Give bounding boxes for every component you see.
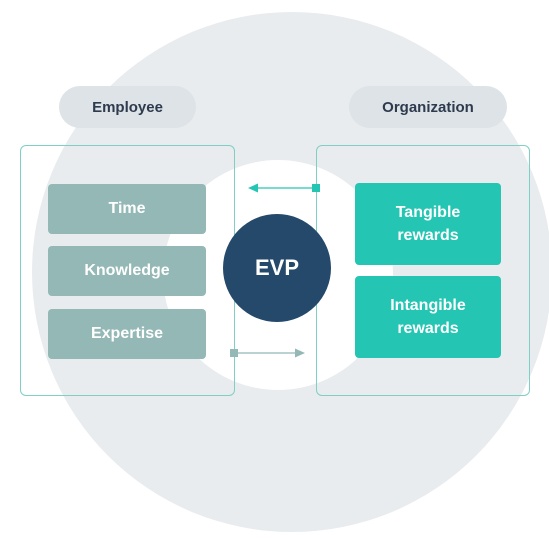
organization-pill: Organization: [349, 86, 507, 128]
evp-circle: EVP: [223, 214, 331, 322]
employee-item-label: Expertise: [90, 325, 164, 342]
organization-pill-label: Organization: [382, 98, 474, 116]
employee-item-time: Time: [48, 184, 206, 234]
employee-item-label: Time: [108, 200, 146, 217]
employee-pill-label: Employee: [92, 98, 163, 116]
arrow-to-employee: [248, 183, 320, 193]
organization-item-tangible-rewards: Tangible rewards: [355, 183, 501, 265]
employee-item-label: Knowledge: [84, 262, 170, 279]
organization-item-line1: Intangible: [390, 297, 466, 314]
evp-label: EVP: [254, 255, 300, 280]
organization-item-line2: rewards: [397, 320, 459, 337]
organization-item-line1: Tangible: [395, 204, 461, 221]
organization-item-intangible-rewards: Intangible rewards: [355, 276, 501, 358]
employee-item-knowledge: Knowledge: [48, 246, 206, 296]
arrow-to-organization: [230, 348, 305, 358]
employee-pill: Employee: [59, 86, 196, 128]
employee-item-expertise: Expertise: [48, 309, 206, 359]
organization-item-line2: rewards: [397, 227, 459, 244]
